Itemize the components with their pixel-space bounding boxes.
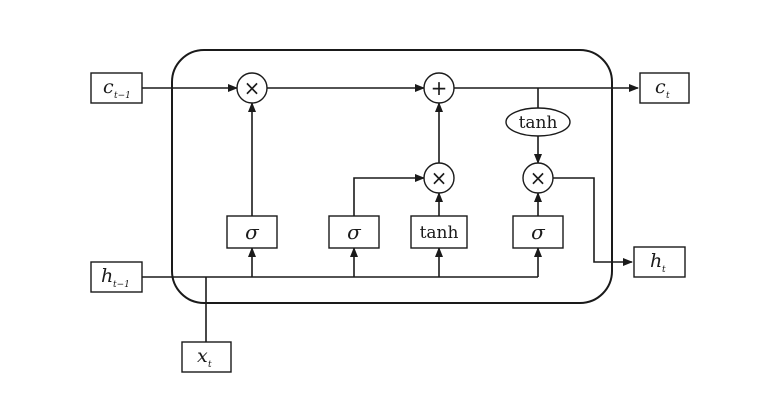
x-in-main: x (197, 345, 208, 367)
forget-gate-label: σ (245, 220, 260, 244)
forget-gate: σ (226, 215, 278, 249)
multiply-symbol: × (244, 76, 261, 100)
c-next-main: c (655, 76, 666, 98)
output-gate-label: σ (531, 220, 546, 244)
multiply-symbol: × (431, 166, 448, 190)
c-prev-main: c (103, 76, 114, 98)
h-next-box: h t (633, 246, 686, 278)
h-next-sub: t (662, 265, 666, 275)
x-in-box: x t (181, 341, 232, 373)
edge-output-mult-to-hnext (553, 177, 633, 266)
h-prev-box: h t−1 (90, 261, 143, 293)
x-in-sub: t (208, 360, 212, 370)
output-gate: σ (512, 215, 564, 249)
cell-tanh-label: tanh (519, 113, 558, 133)
candidate-gate: tanh (410, 215, 468, 249)
c-prev-box: c t−1 (90, 72, 143, 104)
input-multiply-node: × (423, 162, 455, 194)
cell-tanh-node: tanh (505, 107, 571, 137)
multiply-symbol: × (530, 166, 547, 190)
output-multiply-node: × (522, 162, 554, 194)
h-next-main: h (650, 250, 662, 272)
input-gate: σ (328, 215, 380, 249)
h-prev-sub: t−1 (113, 280, 130, 290)
candidate-gate-label: tanh (420, 223, 459, 243)
c-prev-sub: t−1 (114, 91, 131, 101)
edge-input-gate-to-mult (353, 174, 425, 216)
input-gate-label: σ (347, 220, 362, 244)
h-prev-main: h (101, 265, 113, 287)
lstm-cell-boundary (171, 49, 613, 304)
forget-multiply-node: × (236, 72, 268, 104)
c-next-sub: t (666, 91, 670, 101)
add-node: + (423, 72, 455, 104)
add-symbol: + (431, 76, 448, 100)
c-next-box: c t (639, 72, 690, 104)
